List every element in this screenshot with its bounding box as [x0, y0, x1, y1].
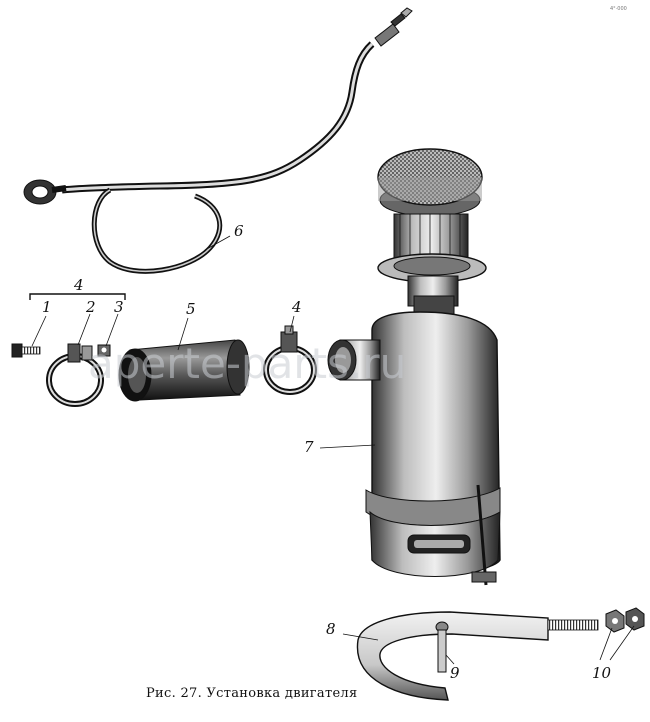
- hose-clamp-right: [263, 325, 317, 395]
- callout-9: 9: [450, 664, 460, 682]
- watermark: aperte-parts.ru: [88, 339, 406, 388]
- air-filter: [327, 148, 501, 586]
- bolt: [11, 343, 41, 358]
- callout-10: 10: [592, 664, 612, 682]
- callout-1: 1: [42, 298, 52, 316]
- callout-6: 6: [234, 222, 244, 240]
- callout-4: 4: [291, 298, 302, 316]
- figure-caption: Рис. 27. Установка двигателя: [146, 686, 358, 701]
- callout-7: 7: [304, 438, 314, 456]
- callout-4-group: 4: [73, 276, 84, 294]
- leader-lines: [31, 235, 635, 665]
- clamp-group-left: [11, 293, 126, 407]
- callout-8: 8: [326, 620, 336, 638]
- callouts: 1 2 3 4 4 5 6 7 8 9 10: [42, 222, 612, 682]
- corner-mark: 4°·000: [610, 6, 627, 12]
- mounting-strap: [356, 607, 645, 701]
- rubber-hose: [118, 339, 250, 402]
- callout-5: 5: [186, 300, 196, 318]
- callout-2: 2: [85, 298, 96, 316]
- callout-3: 3: [114, 298, 124, 316]
- hose-clamp: [46, 343, 104, 407]
- nut: [97, 344, 111, 357]
- tube-assembly: [23, 7, 413, 274]
